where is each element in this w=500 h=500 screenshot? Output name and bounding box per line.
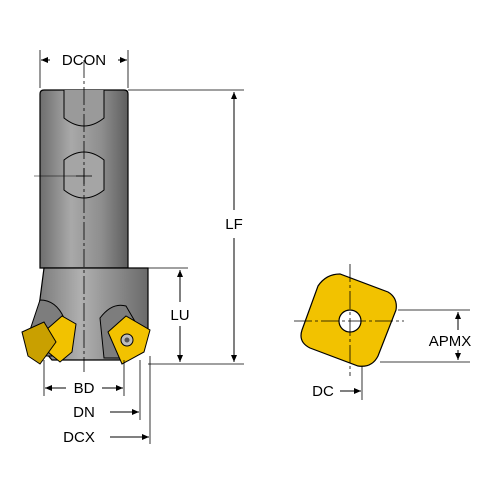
bd-dimension: BD	[43, 360, 125, 397]
dcx-dimension: DCX	[63, 356, 151, 446]
apmx-dimension: APMX	[380, 309, 472, 363]
insert-detail	[294, 264, 404, 376]
tool-insert-right	[107, 315, 151, 365]
dc-label: DC	[312, 383, 334, 400]
apmx-label: APMX	[429, 333, 472, 350]
bd-label: BD	[74, 380, 95, 397]
lu-dimension: LU	[128, 267, 190, 362]
dcon-dimension: DCON	[39, 50, 129, 88]
dcx-label: DCX	[63, 429, 95, 446]
dn-dimension: DN	[73, 360, 141, 421]
lf-dimension: LF	[128, 89, 244, 365]
lu-label: LU	[170, 307, 189, 324]
tool-insert-left	[21, 315, 77, 365]
dc-dimension: DC	[312, 366, 363, 400]
dcon-label: DCON	[62, 52, 106, 69]
lf-label: LF	[225, 216, 243, 233]
dn-label: DN	[73, 404, 95, 421]
